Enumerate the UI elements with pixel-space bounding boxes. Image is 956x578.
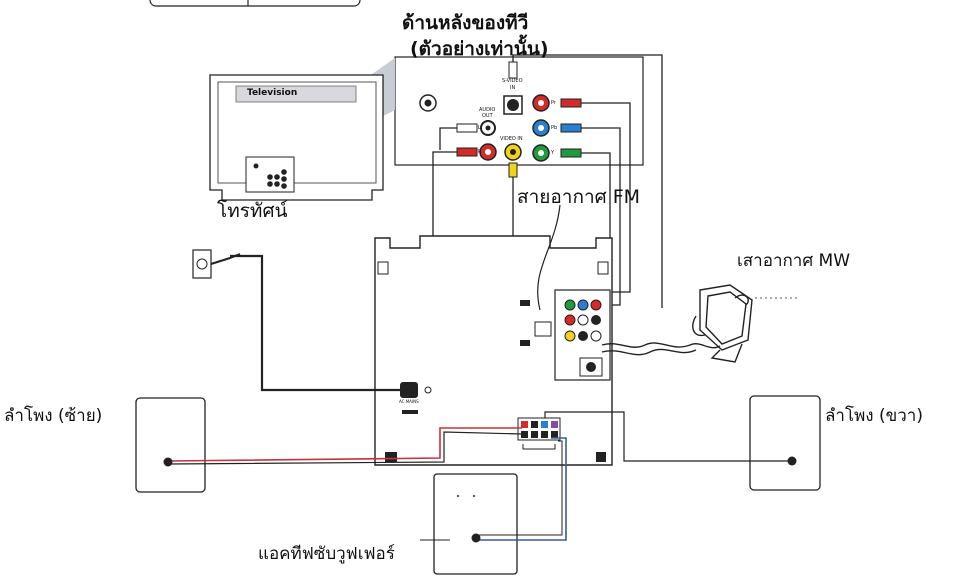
speaker-right xyxy=(749,395,821,491)
subwoofer-marks xyxy=(457,495,475,497)
svideo-jack xyxy=(507,99,519,111)
mw-antenna-label: เสาอากาศ MW xyxy=(737,251,850,271)
audio-out-label: OUT xyxy=(482,113,493,119)
subwoofer-terminal xyxy=(471,533,481,543)
fm-antenna-wire xyxy=(537,204,561,311)
pr-label: Pr xyxy=(551,100,556,106)
speaker-right-terminal xyxy=(787,456,797,466)
svideo-label: S-VIDEO xyxy=(502,78,523,84)
video-in-label: VIDEO IN xyxy=(500,136,523,142)
tv-screen-label: Television xyxy=(247,88,298,98)
l-label: L xyxy=(478,125,481,131)
speaker-left xyxy=(135,397,206,493)
tv-back-jacks xyxy=(419,94,550,162)
tv-back-title: ด้านหลังของทีวี xyxy=(402,12,529,34)
audio-label: AUDIO xyxy=(479,107,496,113)
y-label: Y xyxy=(551,150,555,156)
main-unit xyxy=(374,235,613,466)
svideo-in-label: IN xyxy=(510,85,516,91)
tv-back-plugs xyxy=(456,61,582,178)
tv-caption: โทรทัศน์ xyxy=(217,200,288,222)
mw-loop-antenna xyxy=(601,284,800,363)
r-label: R xyxy=(478,149,482,155)
speaker-left-terminal xyxy=(163,457,173,467)
speaker-left-label: ลำโพง (ซ้าย) xyxy=(4,406,103,426)
ac-mains-label: AC MAINS xyxy=(399,399,419,404)
television xyxy=(209,74,384,201)
top-cropped-box xyxy=(149,0,361,7)
speaker-right-label: ลำโพง (ขวา) xyxy=(825,406,923,426)
tv-back-subtitle: (ตัวอย่างเท่านั้น) xyxy=(410,38,549,60)
active-subwoofer xyxy=(433,473,518,575)
ac-power xyxy=(192,249,432,398)
antenna-jack xyxy=(419,94,437,112)
subwoofer-label: แอคทีฟซับวูฟเฟอร์ xyxy=(258,544,395,564)
fm-antenna-label: สายอากาศ FM xyxy=(517,186,641,208)
speaker-wires xyxy=(167,411,792,541)
pb-label: Pb xyxy=(551,125,558,131)
